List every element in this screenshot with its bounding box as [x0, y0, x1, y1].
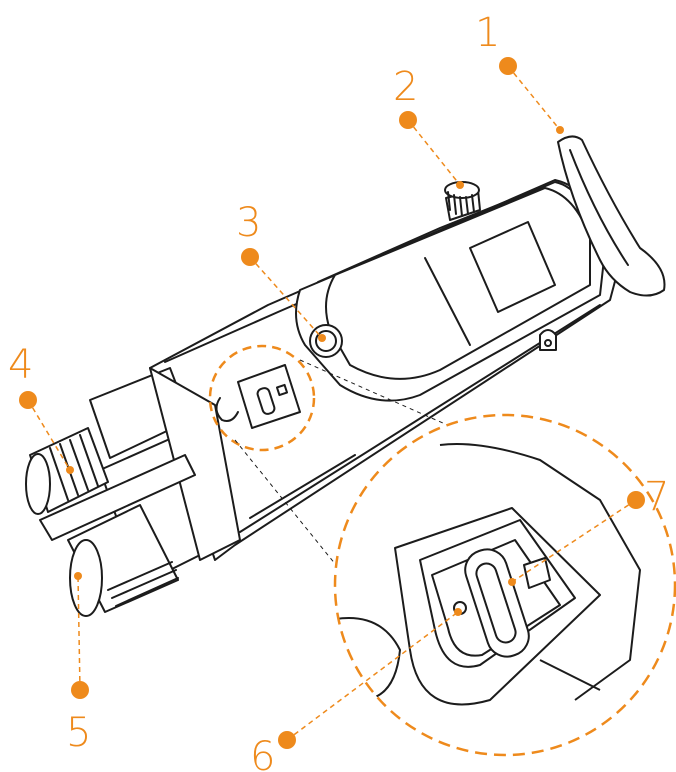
callout-line-3	[249, 256, 323, 339]
usb-port-small	[215, 364, 301, 429]
callout-line-1	[507, 65, 561, 131]
callout-number-2: 2	[393, 64, 418, 110]
zoom-connector-top	[299, 359, 471, 436]
device-illustration	[25, 135, 666, 617]
battery-panel-seam	[424, 257, 471, 346]
zoom-detail	[333, 413, 676, 757]
callout-dot-2-target	[456, 181, 464, 189]
callouts	[27, 65, 637, 741]
callout-line-4	[27, 399, 71, 471]
cap-strap	[39, 454, 196, 541]
callout-line-5	[77, 575, 81, 691]
eyepiece-rim	[569, 149, 629, 266]
callout-dot-7	[627, 491, 645, 509]
zoom-housing-curve	[439, 443, 641, 701]
callout-number-6: 6	[250, 734, 275, 772]
callout-dot-3	[241, 248, 259, 266]
callout-dot-5-target	[74, 572, 82, 580]
callout-number-4: 4	[8, 342, 33, 388]
zoom-housing-line	[539, 659, 601, 691]
callout-labels: 1 2 3 4 5 6 7	[8, 10, 669, 772]
callout-number-7: 7	[644, 474, 669, 520]
callout-dot-4-target	[66, 466, 74, 474]
callout-number-1: 1	[475, 10, 500, 56]
callout-dot-7-target	[508, 578, 516, 586]
zoom-connector-bottom	[234, 439, 341, 571]
callout-dot-1	[499, 57, 517, 75]
callout-dots	[19, 57, 645, 749]
zoom-usb-c-inner	[475, 562, 517, 644]
lens-barrel-body	[149, 367, 241, 561]
callout-dot-6-target	[454, 608, 462, 616]
callout-dot-2	[399, 111, 417, 129]
callout-dot-6	[278, 731, 296, 749]
callout-dot-5	[71, 681, 89, 699]
callout-dot-3-target	[318, 334, 326, 342]
lanyard-hole	[544, 339, 552, 347]
zoom-circle-outline	[333, 413, 676, 757]
port-highlight-circle	[208, 344, 316, 452]
callout-line-2	[407, 119, 461, 186]
zoom-indicator	[523, 557, 551, 589]
callout-dot-4	[19, 391, 37, 409]
power-button	[309, 324, 343, 358]
callout-number-5: 5	[66, 710, 91, 756]
housing-edge-bottom-inner	[249, 454, 356, 519]
callout-number-3: 3	[236, 200, 261, 246]
eyepiece-cup	[557, 135, 666, 297]
display-window	[469, 221, 556, 313]
callout-dot-1-target	[556, 126, 564, 134]
top-ridge	[317, 187, 541, 283]
callout-line-7	[511, 499, 637, 583]
focus-knob	[444, 181, 481, 221]
